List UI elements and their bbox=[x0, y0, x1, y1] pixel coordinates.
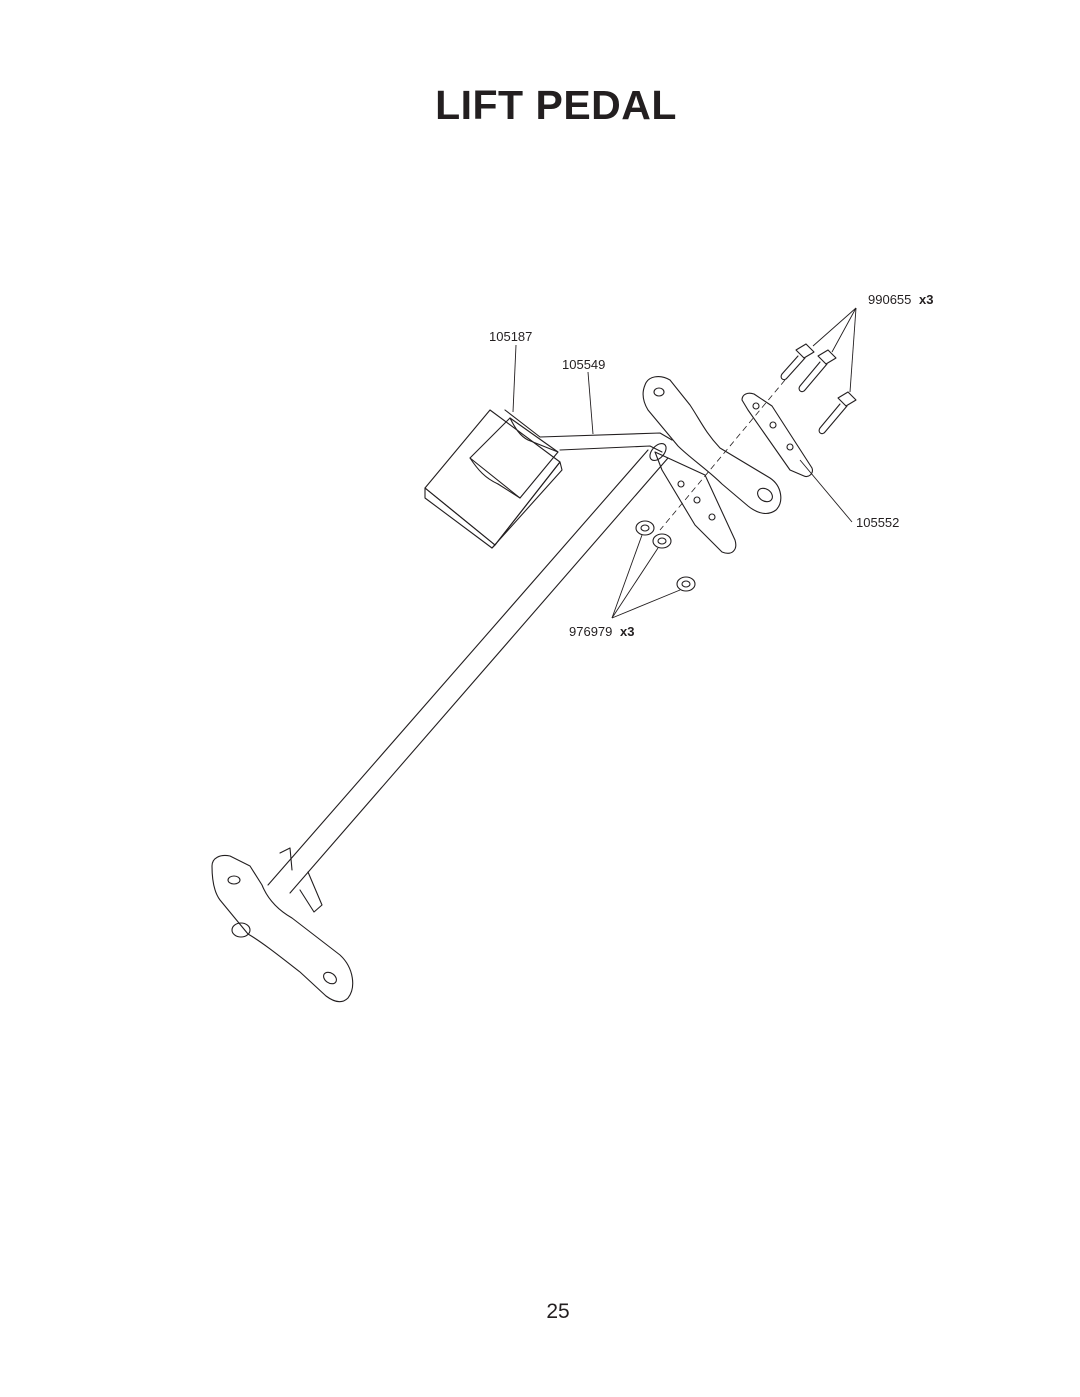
assembly-centerline bbox=[659, 379, 786, 531]
bolt-1 bbox=[780, 343, 815, 381]
upper-bracket-drawing bbox=[642, 376, 782, 515]
bottom-bracket-drawing bbox=[211, 847, 354, 1003]
callout-990655: 990655 x3 bbox=[868, 292, 933, 307]
nut-3 bbox=[676, 576, 696, 592]
plate-drawing bbox=[741, 392, 813, 478]
callout-990655-qty: x3 bbox=[919, 292, 933, 307]
bolt-3 bbox=[818, 391, 857, 435]
page-number: 25 bbox=[546, 1300, 570, 1323]
nuts-drawing bbox=[635, 520, 696, 592]
callout-976979-qty: x3 bbox=[620, 624, 634, 639]
callout-990655-part: 990655 bbox=[868, 292, 911, 307]
callout-105187: 105187 bbox=[489, 329, 532, 344]
page-title: LIFT PEDAL bbox=[435, 82, 677, 128]
callout-105552: 105552 bbox=[856, 515, 899, 530]
callout-976979: 976979 x3 bbox=[569, 624, 634, 639]
shaft-drawing bbox=[267, 443, 669, 894]
nut-2 bbox=[652, 533, 672, 549]
bolts-drawing bbox=[780, 343, 857, 435]
pedal-pad-drawing bbox=[424, 409, 563, 549]
pedal-arm-drawing bbox=[539, 432, 673, 453]
callout-976979-part: 976979 bbox=[569, 624, 612, 639]
nut-1 bbox=[635, 520, 655, 536]
callout-105549: 105549 bbox=[562, 357, 605, 372]
middle-bracket-drawing bbox=[654, 451, 737, 554]
bolt-2 bbox=[798, 349, 837, 393]
leader-lines bbox=[512, 307, 857, 619]
